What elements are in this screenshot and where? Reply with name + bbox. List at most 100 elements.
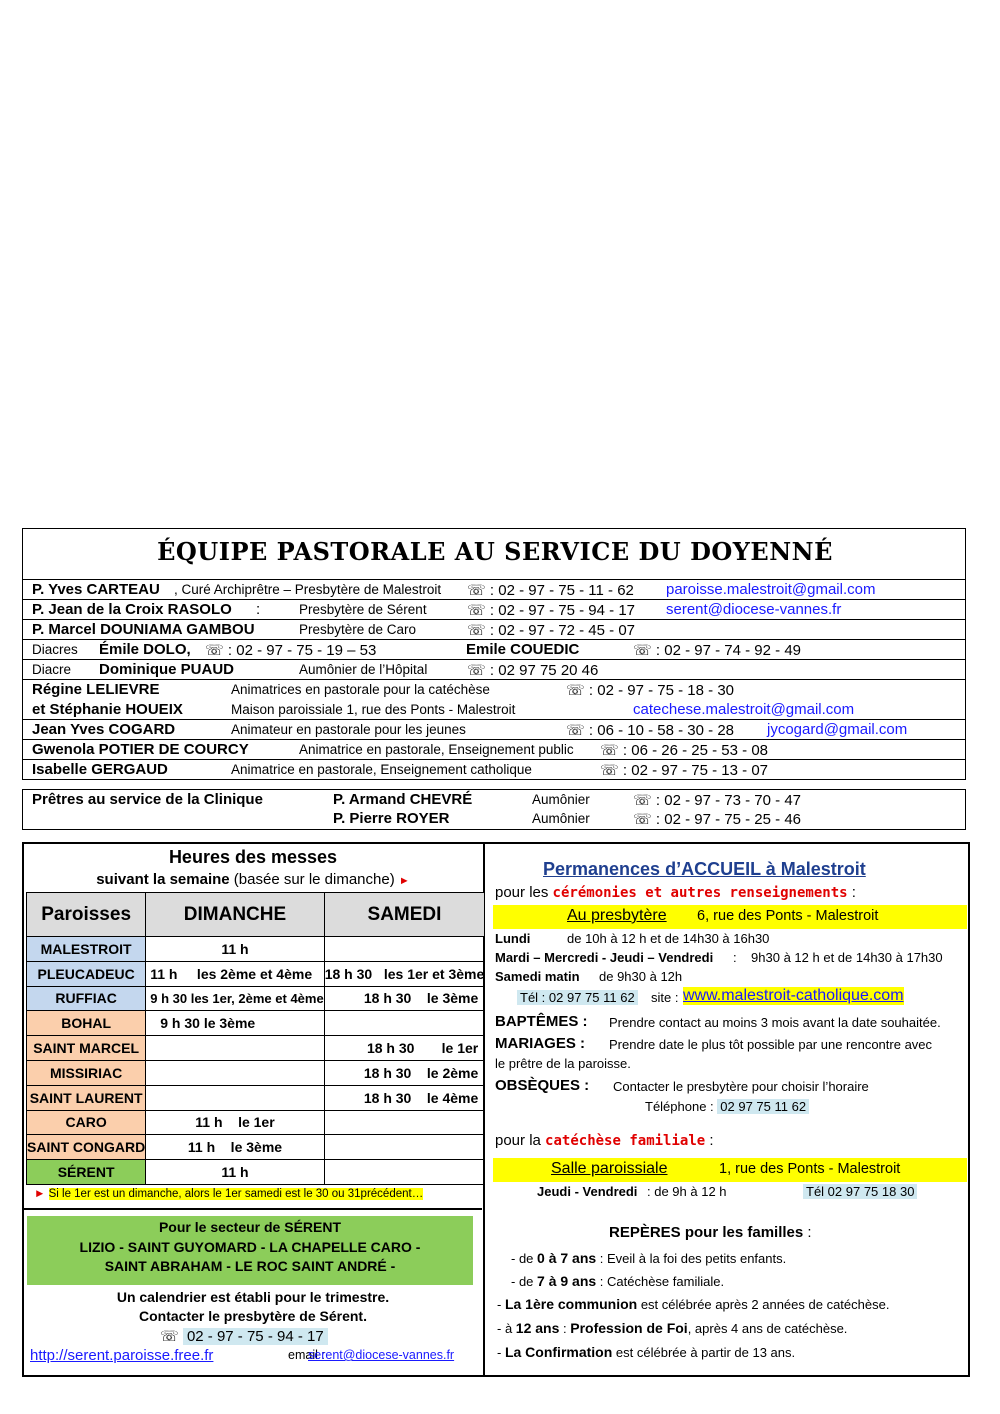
cell-samedi: 18 h 30 le 1er — [323, 1035, 486, 1061]
serent-sector-box: Pour le secteur de SÉRENT LIZIO - SAINT … — [27, 1216, 473, 1285]
member-role: Animateur en pastorale pour les jeunes — [231, 722, 466, 737]
serent-phone: 02 - 97 - 75 - 94 - 17 — [182, 1328, 328, 1345]
table-row: CARO 11 h le 1er — [25, 1109, 486, 1136]
pour-les-text: pour les — [495, 884, 553, 901]
messes-note: ► Si le 1er est un dimanche, alors le 1e… — [34, 1188, 424, 1200]
colon-text: : — [847, 884, 856, 901]
clinique-box: Prêtres au service de la Clinique P. Arm… — [22, 789, 966, 830]
member-name: Isabelle GERGAUD — [32, 761, 168, 778]
cell-dimanche: 11 h le 3ème — [145, 1134, 325, 1161]
member-name: Dominique PUAUD — [99, 661, 234, 678]
messes-subtitle: suivant la semaine (basée sur le dimanch… — [24, 871, 482, 888]
repere-pre: - de — [511, 1251, 538, 1266]
ceremonies-line: pour les cérémonies et autres renseignem… — [495, 884, 856, 901]
cell-paroisse: SÉRENT — [25, 1159, 147, 1185]
cell-paroisse: MALESTROIT — [25, 936, 147, 962]
table-row: MALESTROIT 11 h — [25, 936, 486, 962]
cell-samedi: 18 h 30 le 3ème — [323, 985, 486, 1012]
cell-dimanche: 11 h le 1er — [145, 1109, 325, 1136]
member-phone: ☏ : 02 - 97 - 75 - 13 - 07 — [600, 762, 769, 779]
priest-phone: ☏ : 02 - 97 - 73 - 70 - 47 — [633, 792, 802, 809]
repere-pre: - de — [511, 1274, 538, 1289]
cell-samedi — [323, 1134, 486, 1161]
member-phone: ☏ : 02 - 97 - 75 - 18 - 30 — [566, 682, 735, 699]
phone-icon: ☏ — [160, 1328, 179, 1345]
cell-dimanche: 11 h — [145, 1159, 325, 1185]
obseques-phone-line: Téléphone : 02 97 75 11 62 — [645, 1099, 810, 1114]
member-phone: ☏ : 06 - 26 - 25 - 53 - 08 — [600, 742, 769, 759]
member-role: Animatrices en pastorale pour la catéchè… — [231, 682, 490, 697]
table-row: BOHAL 9 h 30 le 3ème — [25, 1010, 486, 1037]
table-row: MISSIRIAC 18 h 30 le 2ème — [25, 1059, 486, 1086]
equipe-title: ÉQUIPE PASTORALE AU SERVICE DU DOYENNÉ — [157, 537, 833, 566]
member-email-link[interactable]: serent@diocese-vannes.fr — [666, 601, 842, 618]
salle-label: Salle paroissiale — [551, 1160, 668, 1177]
calendar-line1: Un calendrier est établi pour le trimest… — [116, 1289, 390, 1305]
arrow-marker-icon: ► — [398, 875, 410, 887]
serent-email-label: email : — [288, 1348, 325, 1362]
hours-time: de 10h à 12 h et de 14h30 à 16h30 — [567, 931, 770, 946]
serent-line1: Pour le secteur de SÉRENT — [158, 1219, 342, 1235]
member-name: Emile COUEDIC — [466, 641, 580, 658]
cell-paroisse: SAINT MARCEL — [25, 1035, 147, 1061]
priest-name: P. Pierre ROYER — [333, 810, 450, 827]
repere-pre: - — [497, 1297, 505, 1312]
member-phone: ☏ : 02 - 97 - 75 - 94 - 17 — [467, 602, 636, 619]
malestroit-site-link[interactable]: www.malestroit-catholique.com — [683, 987, 904, 1005]
messes-note-text: Si le 1er est un dimanche, alors le 1er … — [48, 1188, 424, 1200]
member-phone: ☏ : 02 - 97 - 75 - 11 - 62 — [467, 582, 634, 599]
member-email-link[interactable]: catechese.malestroit@gmail.com — [633, 701, 855, 718]
cell-paroisse: RUFFIAC — [25, 985, 147, 1012]
member-role: Animatrice en pastorale, Enseignement pu… — [299, 742, 574, 757]
messes-title: Heures des messes — [168, 847, 338, 867]
member-name: Jean Yves COGARD — [32, 721, 176, 738]
serent-site-link[interactable]: http://serent.paroisse.free.fr — [30, 1347, 214, 1364]
accueil-box: Permanences d’ACCUEIL à Malestroit pour … — [484, 842, 970, 1377]
member-email-link[interactable]: paroisse.malestroit@gmail.com — [666, 581, 876, 598]
cell-paroisse: BOHAL — [25, 1010, 147, 1037]
member-name: et Stéphanie HOUEIX — [32, 701, 183, 718]
reperes-title: REPÈRES pour les familles — [609, 1224, 804, 1241]
priest-role: Aumônier — [532, 792, 590, 807]
member-email-link[interactable]: jycogard@gmail.com — [767, 721, 908, 738]
repere-pre: - à — [497, 1321, 516, 1336]
messes-subtitle-rest: (basée sur le dimanche) — [229, 871, 399, 888]
priest-phone: ☏ : 02 - 97 - 75 - 25 - 46 — [633, 811, 802, 828]
member-prefix: Diacres — [32, 642, 78, 657]
messes-subtitle-bold: suivant la semaine — [96, 871, 230, 888]
ceremonies-text: cérémonies et autres renseignements — [552, 885, 848, 901]
table-row: SÉRENT 11 h — [25, 1159, 486, 1185]
member-phone: ☏ : 02 - 97 - 72 - 45 - 07 — [467, 622, 636, 639]
table-row: RUFFIAC 9 h 30 les 1er, 2ème et 4ème 18 … — [25, 985, 486, 1012]
hours-day: Samedi matin — [495, 969, 580, 984]
telephone-label: Téléphone : — [645, 1099, 718, 1114]
obseques-text: Contacter le presbytère pour choisir l’h… — [613, 1079, 869, 1094]
member-name: Émile DOLO, — [99, 641, 191, 658]
repere-post: est célébrée après 2 années de catéchèse… — [637, 1297, 890, 1312]
accueil-title: Permanences d’ACCUEIL à Malestroit — [543, 859, 866, 879]
member-name: Régine LELIEVRE — [32, 681, 160, 698]
table-header-row: Paroisses DIMANCHE SAMEDI — [25, 892, 486, 937]
equipe-pastorale-box: ÉQUIPE PASTORALE AU SERVICE DU DOYENNÉ P… — [22, 528, 966, 780]
presbytere-tel: Tél : 02 97 75 11 62 — [517, 990, 638, 1005]
reperes-title-line: REPÈRES pour les familles : — [609, 1224, 812, 1241]
cell-dimanche: 9 h 30 le 3ème — [145, 1010, 325, 1037]
repere-bold: 0 à 7 ans — [537, 1250, 597, 1266]
header-dimanche: DIMANCHE — [145, 892, 325, 937]
serent-email-link[interactable]: serent@diocese-vannes.fr — [308, 1348, 455, 1362]
hours-day: Mardi – Mercredi - Jeudi – Vendredi — [495, 950, 714, 965]
cell-samedi: 18 h 30 le 4ème — [323, 1084, 486, 1111]
colon-text: : — [705, 1132, 714, 1149]
colon-text: : — [803, 1224, 812, 1241]
mariages-text: Prendre date le plus tôt possible par un… — [609, 1037, 933, 1052]
member-prefix: Diacre — [32, 662, 72, 677]
mariages-label: MARIAGES : — [495, 1035, 585, 1052]
repere-item: - de 0 à 7 ans : Eveil à la foi des peti… — [511, 1250, 786, 1266]
repere-item: - La Confirmation est célébrée à partir … — [497, 1344, 795, 1360]
priest-role: Aumônier — [532, 811, 590, 826]
member-role: , Curé Archiprêtre – Presbytère de Males… — [174, 582, 442, 597]
clinique-label: Prêtres au service de la Clinique — [32, 791, 263, 808]
cell-paroisse: PLEUCADEUC — [25, 960, 147, 987]
pour-la-text: pour la — [495, 1132, 546, 1149]
cell-paroisse: CARO — [25, 1109, 147, 1136]
